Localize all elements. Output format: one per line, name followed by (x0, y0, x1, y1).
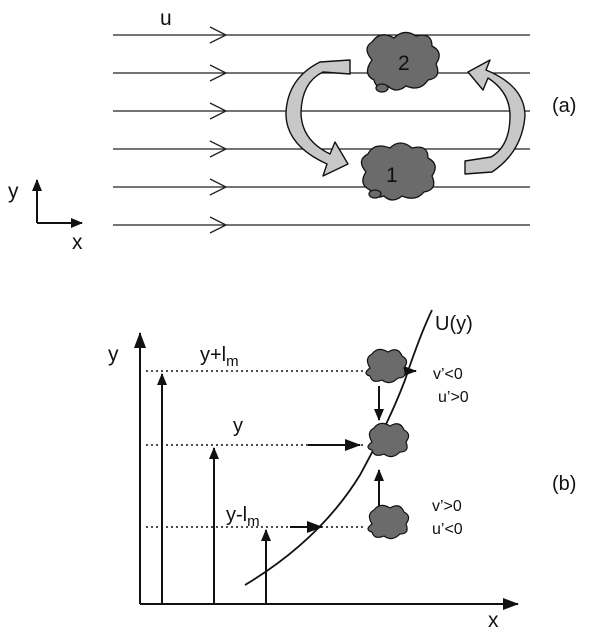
flow-streamlines (113, 34, 530, 226)
flow-arrowhead (209, 26, 228, 44)
eddy-top-blob (365, 348, 408, 384)
axis-y-label-b: y (108, 343, 119, 366)
level-bottom-label: y-lm (226, 504, 260, 530)
level-top-label: y+lm (200, 344, 239, 370)
panel-label-b: (b) (552, 473, 576, 495)
level-guides (146, 370, 366, 528)
eddy-1: 1 (360, 142, 436, 201)
level-mid-label: y (233, 415, 243, 437)
eddy-top (365, 348, 408, 384)
flow-arrowhead (209, 102, 228, 120)
recirculation-arrow-right (464, 59, 526, 175)
flow-arrowhead (209, 64, 228, 82)
panel-label-a: (a) (552, 95, 576, 117)
top-note-line1: v’<0 (433, 366, 463, 383)
eddy-mid (367, 422, 410, 458)
flow-arrowhead (209, 178, 228, 196)
level-top-main: y+l (200, 344, 226, 366)
level-bottom-sub: m (247, 513, 260, 530)
bottom-note-line1: v’>0 (432, 498, 462, 515)
panel-b: y x U(y) (108, 309, 576, 627)
coordinate-axes-a: y x (8, 179, 83, 254)
eddy-2: 2 (366, 31, 440, 93)
flow-arrowhead (209, 140, 228, 158)
eddy-mid-blob (367, 422, 410, 458)
level-top-sub: m (226, 353, 239, 370)
coordinate-axes-b: y x (108, 332, 519, 627)
flow-velocity-label: u (160, 7, 172, 30)
eddy-bottom (367, 504, 410, 540)
flow-arrowhead (209, 216, 228, 234)
axis-x-label-b: x (488, 609, 499, 627)
bottom-note-line2: u’<0 (432, 521, 463, 538)
recirculation-arrow-left (285, 59, 351, 177)
eddy-upper-label: 2 (398, 52, 410, 75)
axis-y-label-a: y (8, 180, 19, 203)
panel-a: u 2 1 y x (a) (8, 7, 576, 254)
eddy-bottom-blob (367, 504, 410, 540)
top-note-line2: u’>0 (438, 389, 469, 406)
axis-x-label-a: x (72, 231, 83, 254)
level-bottom-main: y-l (226, 504, 247, 526)
height-arrows (157, 373, 271, 604)
curve-label: U(y) (435, 313, 473, 335)
eddy-1-tail (368, 189, 382, 199)
flow-direction-arrowheads (209, 26, 228, 234)
eddy-lower-label: 1 (386, 164, 398, 187)
eddy-2-tail (375, 83, 389, 93)
